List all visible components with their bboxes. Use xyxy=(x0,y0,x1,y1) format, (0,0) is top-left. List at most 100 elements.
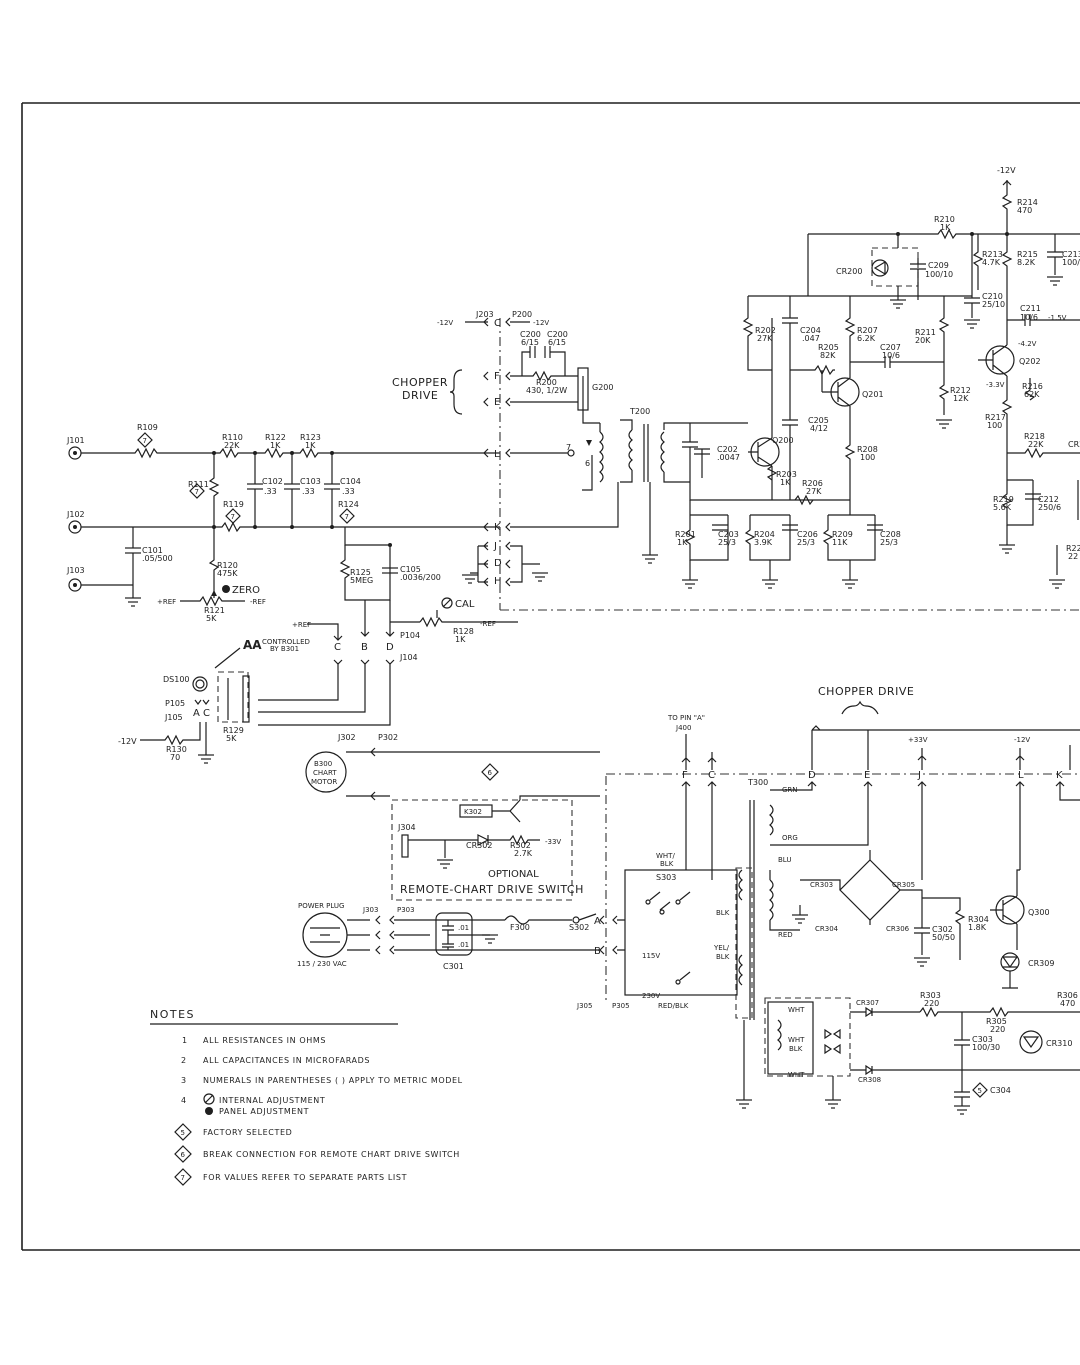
svg-text:J400: J400 xyxy=(675,724,691,732)
svg-text:FACTORY SELECTED: FACTORY SELECTED xyxy=(203,1128,292,1137)
svg-text:C302: C302 xyxy=(932,925,953,934)
svg-text:D: D xyxy=(494,558,502,569)
svg-text:115 / 230 VAC: 115 / 230 VAC xyxy=(297,960,347,968)
svg-text:7: 7 xyxy=(345,513,349,521)
power-section: J302 P302 B300 CHART MOTOR 6 K302 J304 C… xyxy=(297,685,1080,1115)
svg-text:Q201: Q201 xyxy=(862,390,884,399)
svg-text:22K: 22K xyxy=(1028,440,1044,449)
svg-text:220: 220 xyxy=(990,1025,1005,1034)
j203-connector-column: J203 P200 -12V -12V C CHOPPER DRIVE F E … xyxy=(392,310,619,610)
svg-text:.047: .047 xyxy=(802,334,820,343)
c104-cap xyxy=(324,453,340,527)
svg-text:220: 220 xyxy=(924,999,939,1008)
svg-text:DS100: DS100 xyxy=(163,675,190,684)
svg-text:R110: R110 xyxy=(222,433,243,442)
svg-text:R207: R207 xyxy=(857,326,878,335)
svg-text:-REF: -REF xyxy=(480,620,496,628)
svg-text:R306: R306 xyxy=(1057,991,1078,1000)
svg-text:R212: R212 xyxy=(950,386,971,395)
svg-text:70: 70 xyxy=(170,753,180,762)
svg-text:6/15: 6/15 xyxy=(548,338,566,347)
svg-text:T300: T300 xyxy=(747,778,768,787)
svg-text:5: 5 xyxy=(978,1087,982,1095)
svg-text:J305: J305 xyxy=(576,1002,592,1010)
svg-text:-33V: -33V xyxy=(545,838,561,846)
svg-text:S302: S302 xyxy=(569,923,589,932)
svg-text:D: D xyxy=(386,642,394,653)
svg-text:C203: C203 xyxy=(718,530,739,539)
svg-text:CR304: CR304 xyxy=(815,925,839,933)
svg-text:+REF: +REF xyxy=(157,598,176,606)
svg-text:C103: C103 xyxy=(300,477,321,486)
svg-text:Q200: Q200 xyxy=(772,436,794,445)
svg-text:INTERNAL ADJUSTMENT: INTERNAL ADJUSTMENT xyxy=(219,1096,325,1105)
svg-text:ALL CAPACITANCES IN MICROFARAD: ALL CAPACITANCES IN MICROFARADS xyxy=(203,1056,370,1065)
svg-text:27K: 27K xyxy=(757,334,773,343)
svg-text:K: K xyxy=(494,522,501,533)
svg-text:C213: C213 xyxy=(1062,250,1080,259)
svg-text:25/3: 25/3 xyxy=(718,538,736,547)
svg-text:K: K xyxy=(1056,770,1063,781)
svg-text:R214: R214 xyxy=(1017,198,1038,207)
remote-chart-drive-switch-box xyxy=(391,799,573,901)
svg-text:470: 470 xyxy=(1060,999,1075,1008)
svg-text:25/3: 25/3 xyxy=(880,538,898,547)
svg-text:-12V: -12V xyxy=(437,319,453,327)
svg-text:5K: 5K xyxy=(226,734,237,743)
svg-text:B300: B300 xyxy=(314,760,332,768)
svg-text:CHOPPER DRIVE: CHOPPER DRIVE xyxy=(818,685,914,698)
internal-adjustment-icon xyxy=(203,1093,215,1105)
svg-text:1K: 1K xyxy=(677,538,688,547)
svg-text:CR306: CR306 xyxy=(886,925,910,933)
svg-text:100/: 100/ xyxy=(1062,258,1080,267)
svg-text:H: H xyxy=(494,576,502,587)
svg-text:430, 1/2W: 430, 1/2W xyxy=(526,386,567,395)
svg-text:R302: R302 xyxy=(510,841,531,850)
svg-text:R122: R122 xyxy=(265,433,286,442)
svg-text:230V: 230V xyxy=(642,992,660,1000)
j103-label: J103 xyxy=(66,566,85,575)
svg-text:1K: 1K xyxy=(270,441,281,450)
svg-text:BLK: BLK xyxy=(789,1045,803,1053)
svg-text:10/6: 10/6 xyxy=(1020,313,1038,322)
svg-text:C104: C104 xyxy=(340,477,361,486)
svg-text:R204: R204 xyxy=(754,530,775,539)
svg-text:P303: P303 xyxy=(397,906,415,914)
svg-text:CR200: CR200 xyxy=(836,267,862,276)
svg-text:P105: P105 xyxy=(165,699,185,708)
svg-text:1: 1 xyxy=(182,1036,188,1045)
svg-text:.01: .01 xyxy=(458,924,469,932)
svg-text:CHOPPER: CHOPPER xyxy=(392,376,448,389)
svg-text:C105: C105 xyxy=(400,565,421,574)
svg-text:4: 4 xyxy=(181,1096,187,1105)
svg-text:C304: C304 xyxy=(990,1086,1011,1095)
svg-text:C301: C301 xyxy=(443,962,464,971)
j102-label: J102 xyxy=(66,510,85,519)
svg-text:-12V: -12V xyxy=(1014,736,1030,744)
svg-text:C205: C205 xyxy=(808,416,829,425)
svg-text:C: C xyxy=(494,318,501,329)
svg-text:F300: F300 xyxy=(510,923,530,932)
svg-text:R124: R124 xyxy=(338,500,359,509)
svg-text:J104: J104 xyxy=(399,653,418,662)
svg-text:WHT: WHT xyxy=(788,1006,805,1014)
svg-text:PANEL ADJUSTMENT: PANEL ADJUSTMENT xyxy=(219,1107,309,1116)
svg-text:J304: J304 xyxy=(397,823,416,832)
zero-label: ZERO xyxy=(232,585,260,596)
svg-text:475K: 475K xyxy=(217,569,238,578)
svg-text:L: L xyxy=(494,449,500,460)
svg-text:R210: R210 xyxy=(934,215,955,224)
svg-text:115V: 115V xyxy=(642,952,660,960)
zero-panel-adjust-dot xyxy=(222,585,230,593)
svg-text:POWER PLUG: POWER PLUG xyxy=(298,902,344,910)
svg-text:82K: 82K xyxy=(820,351,836,360)
svg-text:J: J xyxy=(917,770,921,781)
svg-text:5K: 5K xyxy=(206,614,217,623)
svg-text:.0047: .0047 xyxy=(717,453,740,462)
svg-text:J203: J203 xyxy=(475,310,494,319)
svg-text:8.2K: 8.2K xyxy=(1017,258,1036,267)
svg-text:R120: R120 xyxy=(217,561,238,570)
